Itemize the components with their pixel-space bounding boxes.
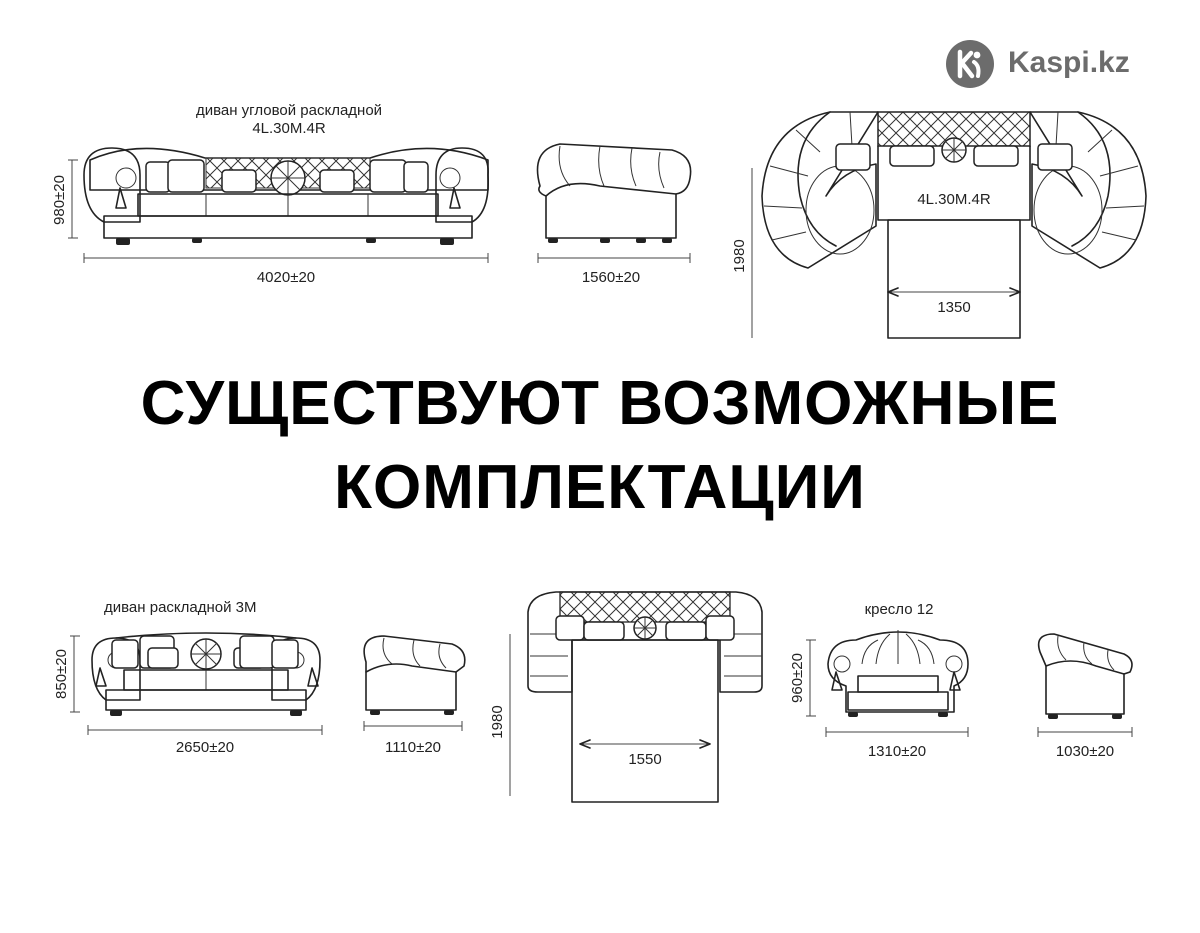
- armchair-caption: кресло 12: [865, 601, 934, 618]
- corner-sofa-height-label: 980±20: [51, 175, 68, 225]
- corner-sofa-model: 4L.30M.4R: [252, 120, 326, 137]
- corner-sofa-side-view: 1560±20: [536, 143, 692, 286]
- sofa-3m-plan-view: 1550 1980: [489, 591, 763, 803]
- sofa-3m-front-view: диван раскладной 3М 850±20 2650±20: [53, 599, 323, 756]
- kaspi-logo: Kaspi.kz: [944, 38, 1174, 90]
- corner-sofa-plan-width: 1350: [937, 299, 970, 316]
- sofa-3m-side-view: 1110±20: [363, 635, 466, 756]
- corner-sofa-plan-view: 4L.30M.4R 1350 1980: [731, 111, 1147, 339]
- sofa-3m-depth-label: 1110±20: [385, 739, 441, 756]
- headline-line-2: КОМПЛЕКТАЦИИ: [334, 453, 866, 522]
- corner-sofa-length-label: 4020±20: [257, 269, 315, 286]
- kaspi-logo-icon: [946, 40, 994, 88]
- armchair-front-view: кресло 12 960±20 1310±20: [789, 601, 969, 760]
- corner-sofa-front-view: диван угловой раскладной 4L.30M.4R: [51, 102, 489, 286]
- sofa-3m-plan-width: 1550: [628, 751, 661, 768]
- sofa-3m-height-label: 850±20: [53, 649, 70, 699]
- armchair-depth-label: 1030±20: [1056, 743, 1114, 760]
- corner-sofa-plan-model: 4L.30M.4R: [917, 191, 991, 208]
- headline-line-1: СУЩЕСТВУЮТ ВОЗМОЖНЫЕ: [140, 369, 1060, 438]
- armchair-side-view: 1030±20: [1037, 633, 1133, 760]
- armchair-width-label: 1310±20: [868, 743, 926, 760]
- sofa-3m-plan-length: 1980: [489, 705, 506, 738]
- sofa-3m-caption: диван раскладной 3М: [104, 599, 257, 616]
- brand-name: Kaspi.kz: [1008, 46, 1130, 79]
- corner-sofa-plan-length: 1980: [731, 239, 748, 272]
- armchair-height-label: 960±20: [789, 653, 806, 703]
- corner-sofa-depth-label: 1560±20: [582, 269, 640, 286]
- sofa-3m-length-label: 2650±20: [176, 739, 234, 756]
- corner-sofa-caption: диван угловой раскладной: [196, 102, 382, 119]
